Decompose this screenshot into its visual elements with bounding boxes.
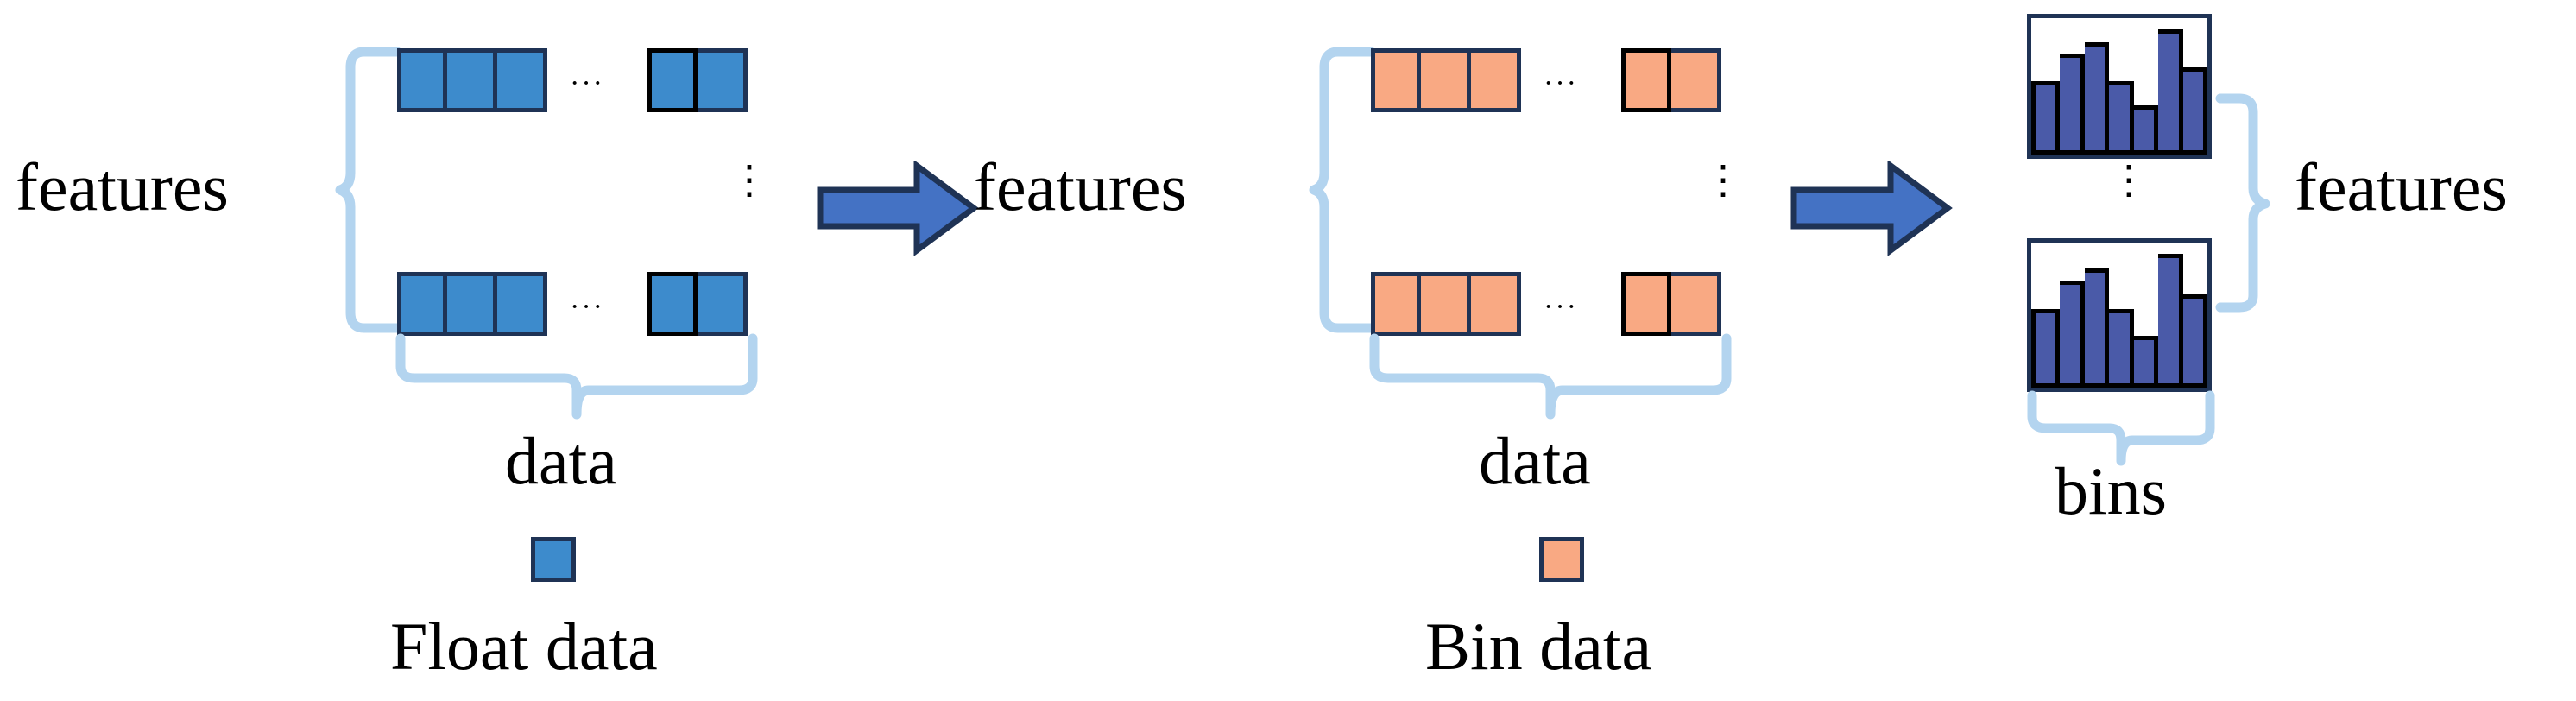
bin-cell bbox=[1471, 272, 1521, 336]
features-brace-left bbox=[335, 47, 402, 333]
histogram-bar bbox=[2031, 309, 2061, 388]
histogram-bar bbox=[2133, 335, 2159, 388]
bins-brace-bottom bbox=[2027, 390, 2215, 466]
data-label-left: data bbox=[505, 423, 617, 498]
histogram-bar bbox=[2031, 80, 2061, 155]
bin-row-gap-ellipsis: ⋮ bbox=[1703, 158, 1743, 202]
float-cell bbox=[647, 272, 698, 336]
bin-cell bbox=[1621, 48, 1671, 112]
bin-row-bottom-left-cells bbox=[1371, 272, 1521, 336]
arrow-float-to-bin bbox=[815, 160, 979, 260]
histogram-row-gap-ellipsis: ⋮ bbox=[2109, 158, 2149, 202]
bin-row-top-left-cells bbox=[1371, 48, 1521, 112]
histogram-bar bbox=[2060, 54, 2085, 155]
histogram-bar bbox=[2182, 294, 2207, 388]
bin-row-bottom-right-cells bbox=[1621, 272, 1721, 336]
bin-cell bbox=[1671, 272, 1721, 336]
histogram-bar bbox=[2158, 254, 2183, 388]
bin-cell bbox=[1371, 272, 1421, 336]
float-cell bbox=[647, 48, 698, 112]
features-brace-middle bbox=[1309, 47, 1376, 333]
legend-swatch-bin bbox=[1539, 537, 1584, 582]
float-cell bbox=[397, 272, 447, 336]
bin-cell bbox=[1421, 48, 1471, 112]
legend-label-bin: Bin data bbox=[1425, 609, 1652, 684]
features-brace-right bbox=[2215, 93, 2270, 313]
histogram-top bbox=[2027, 14, 2212, 159]
histogram-bar bbox=[2084, 42, 2110, 155]
histogram-bar bbox=[2084, 268, 2110, 388]
features-label-left: features bbox=[16, 149, 229, 224]
histogram-top-bars bbox=[2031, 18, 2207, 155]
histogram-bar bbox=[2182, 66, 2207, 155]
float-row-bottom-left-cells bbox=[397, 272, 547, 336]
arrow-bin-to-hist bbox=[1789, 160, 1953, 260]
histogram-bar bbox=[2133, 105, 2159, 155]
histogram-bar bbox=[2060, 280, 2085, 388]
legend-swatch-float bbox=[531, 537, 576, 582]
float-cell bbox=[497, 272, 547, 336]
histogram-bar bbox=[2158, 28, 2183, 155]
histogram-bar bbox=[2109, 80, 2134, 155]
float-cell bbox=[447, 48, 497, 112]
float-row-gap-ellipsis: ⋮ bbox=[729, 158, 769, 202]
float-cell bbox=[698, 272, 748, 336]
data-label-middle: data bbox=[1479, 423, 1591, 498]
float-row-top-right-cells bbox=[647, 48, 748, 112]
float-row-bottom-ellipsis: ··· bbox=[570, 291, 604, 323]
float-cell bbox=[397, 48, 447, 112]
histogram-bar bbox=[2109, 309, 2134, 388]
bin-cell bbox=[1371, 48, 1421, 112]
bin-cell bbox=[1471, 48, 1521, 112]
float-cell bbox=[497, 48, 547, 112]
bin-cell bbox=[1671, 48, 1721, 112]
features-label-middle: features bbox=[974, 149, 1187, 224]
data-brace-bottom-left bbox=[395, 333, 758, 420]
legend-label-float: Float data bbox=[390, 609, 658, 684]
bin-row-top-ellipsis: ··· bbox=[1544, 67, 1578, 99]
float-cell bbox=[447, 272, 497, 336]
histogram-bottom-bars bbox=[2031, 243, 2207, 388]
float-cell bbox=[698, 48, 748, 112]
float-row-bottom-right-cells bbox=[647, 272, 748, 336]
bin-row-bottom-ellipsis: ··· bbox=[1544, 291, 1578, 323]
bin-row-top-right-cells bbox=[1621, 48, 1721, 112]
bin-cell bbox=[1421, 272, 1471, 336]
histogram-bottom bbox=[2027, 238, 2212, 392]
bins-label: bins bbox=[2055, 453, 2168, 528]
features-label-right: features bbox=[2295, 149, 2508, 224]
float-row-top-left-cells bbox=[397, 48, 547, 112]
data-brace-bottom-middle bbox=[1369, 333, 1732, 420]
bin-cell bbox=[1621, 272, 1671, 336]
float-row-top-ellipsis: ··· bbox=[570, 67, 604, 99]
